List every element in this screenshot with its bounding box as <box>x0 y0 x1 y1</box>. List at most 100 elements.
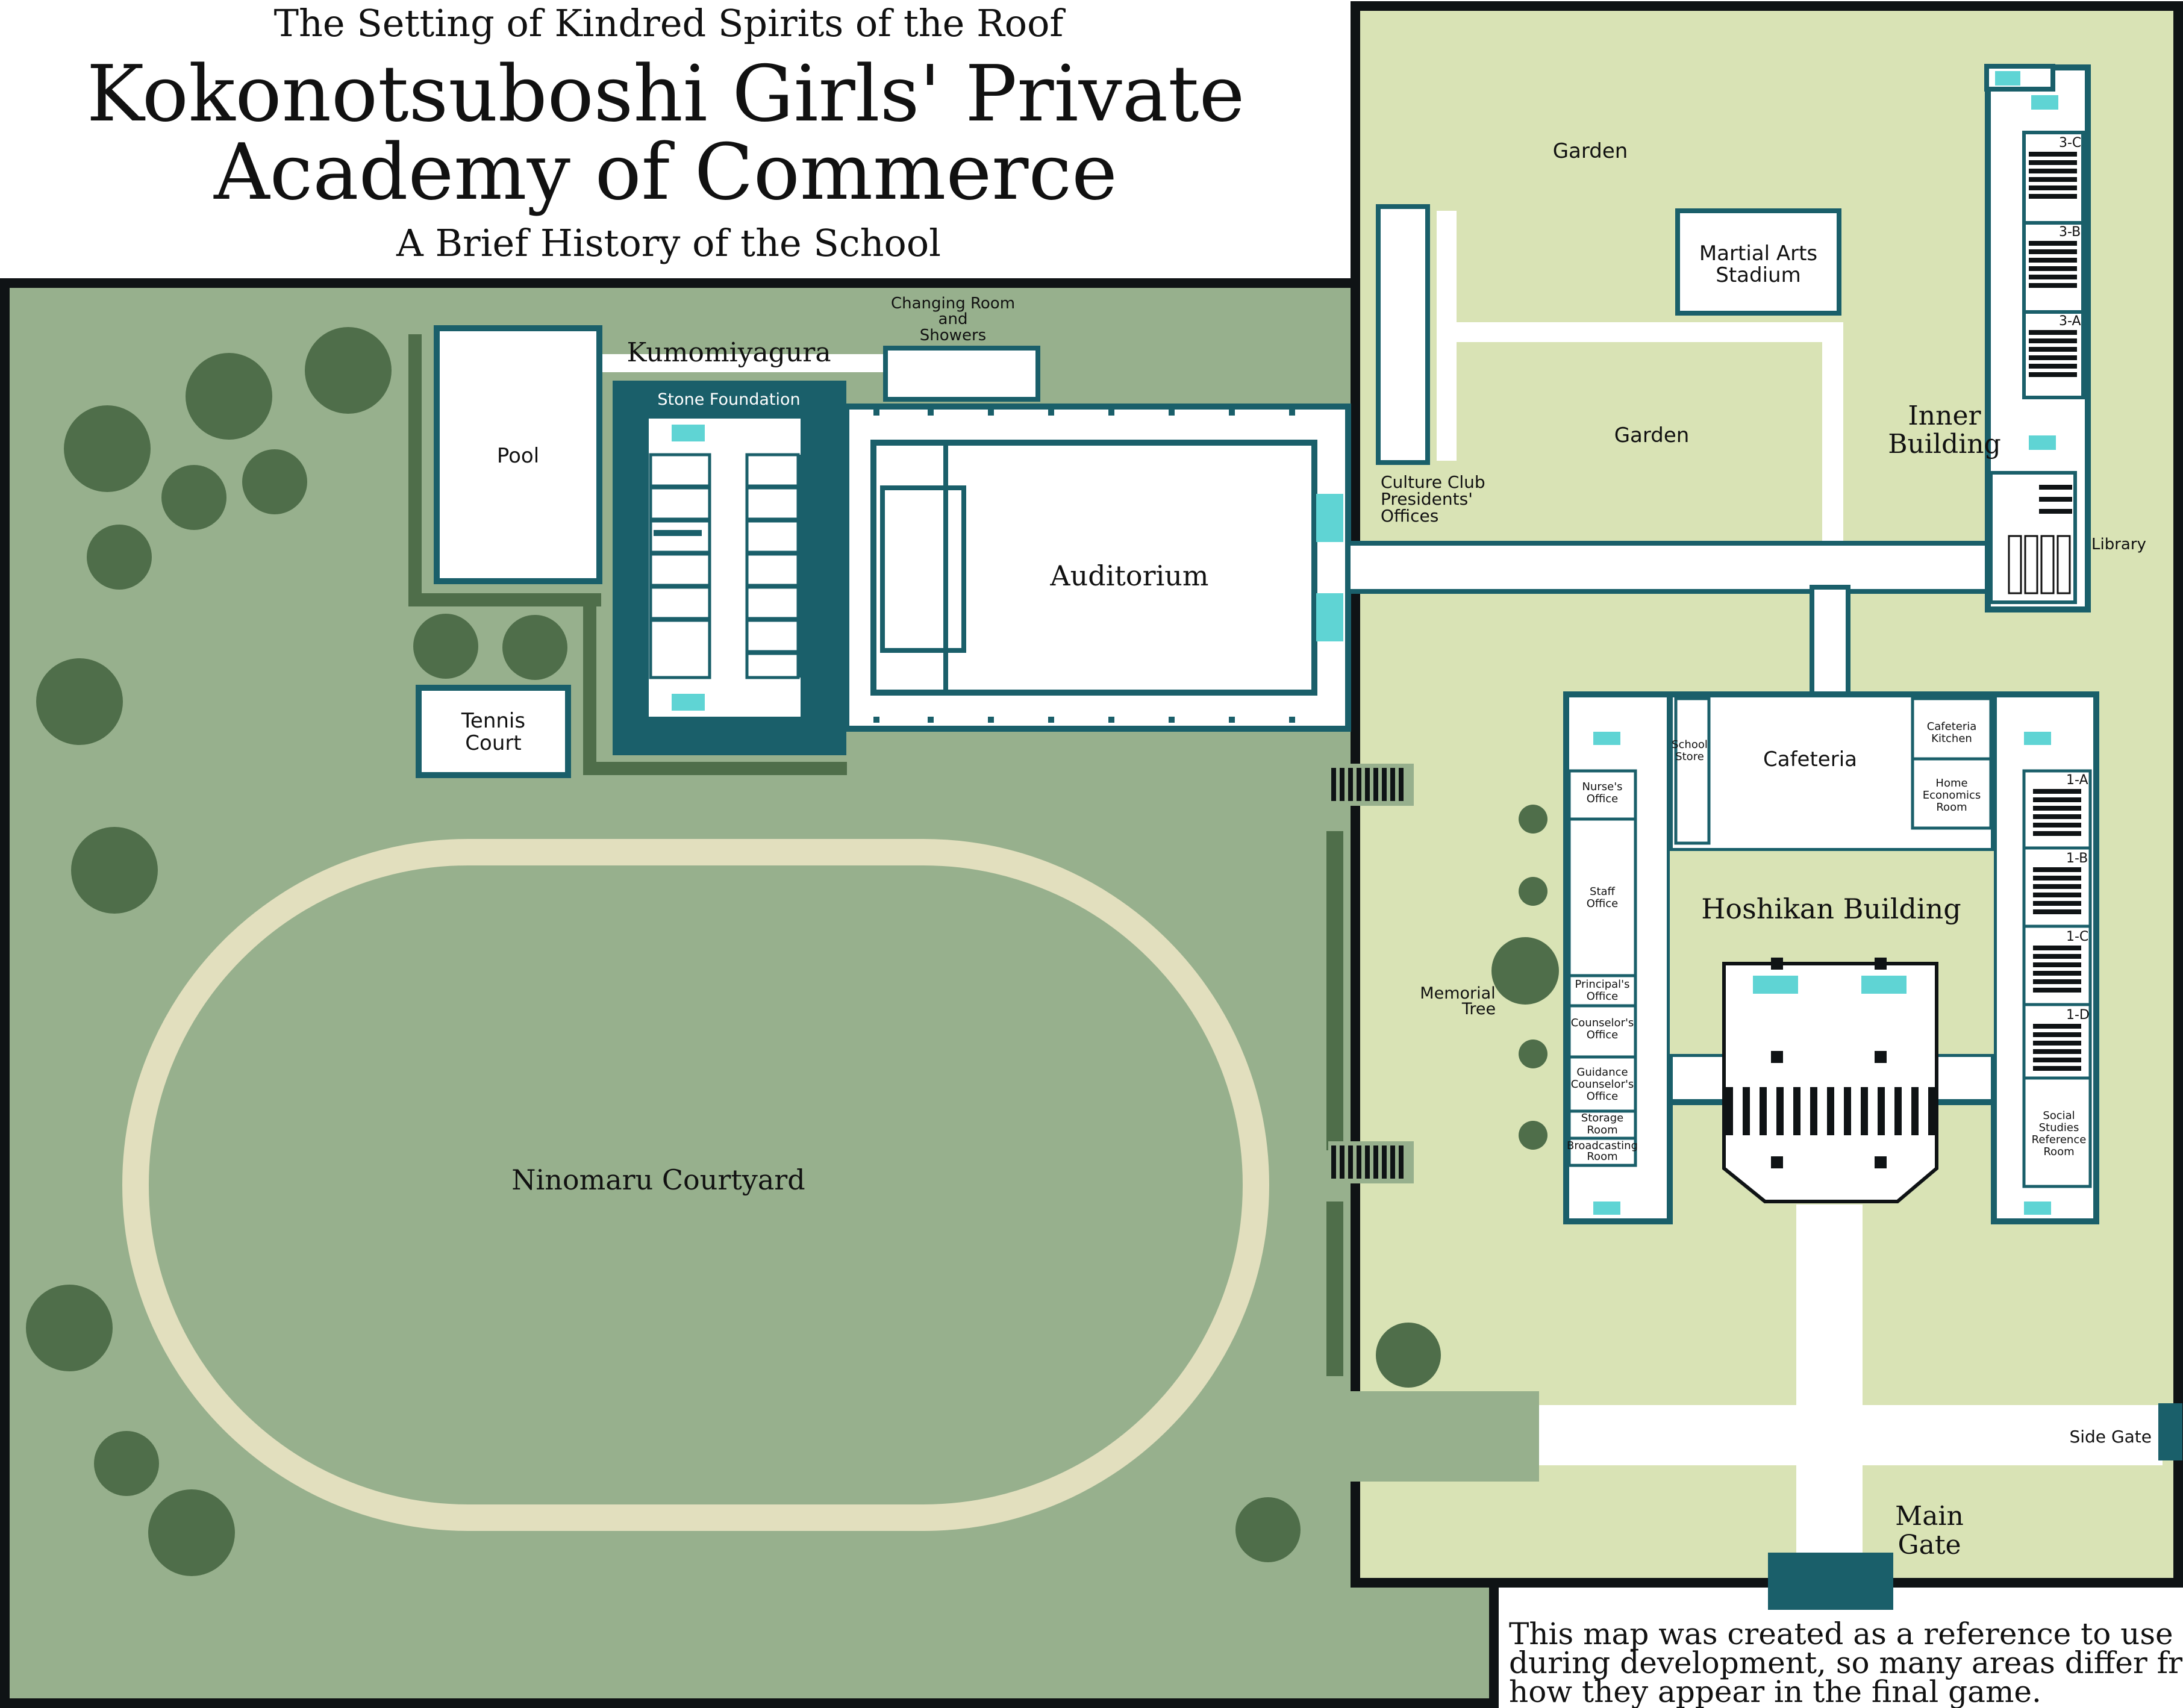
martial-arts-label-1: Martial Arts <box>1699 242 1817 266</box>
hedge-pool-west <box>408 334 422 605</box>
tree <box>1235 1497 1301 1562</box>
changing-room <box>883 346 1040 402</box>
tree <box>1519 805 1547 834</box>
guidance-office-label-1: Guidance <box>1576 1066 1628 1079</box>
main-gate-label-1: Main <box>1895 1501 1964 1532</box>
storage-room-label-1: Storage <box>1581 1112 1623 1124</box>
connecting-corridor <box>1346 541 1990 594</box>
room-label-1b: 1-B <box>2066 851 2088 866</box>
martial-arts-stadium <box>1675 208 1841 316</box>
inner-building-label-1: Inner <box>1908 401 1981 431</box>
outer-path-extension <box>1349 1391 1539 1482</box>
page-title-line2: Academy of Commerce <box>213 128 1117 217</box>
hedge-foundation-south <box>583 762 847 775</box>
header-subtitle-top: The Setting of Kindred Spirits of the Ro… <box>274 1 1066 45</box>
room-label-3b: 3-B <box>2059 225 2081 240</box>
home-economics-label-1: Home <box>1935 777 1967 790</box>
tree <box>36 658 123 745</box>
social-studies-label-1: Social <box>2043 1109 2075 1122</box>
school-store-label-2: Store <box>1675 750 1704 763</box>
tree <box>1519 877 1547 906</box>
side-gate-label: Side Gate <box>2069 1427 2152 1447</box>
kumomiyagura-walkway <box>602 354 885 372</box>
school-store-label-1: School <box>1672 738 1708 751</box>
note-line-2: during development, so many areas differ… <box>1509 1645 2183 1680</box>
memorial-tree <box>1491 937 1559 1005</box>
social-studies-label-2: Studies <box>2039 1121 2079 1134</box>
tree <box>502 615 567 680</box>
outer-stairs <box>1328 764 1414 1183</box>
hedge-pool-south <box>408 593 601 606</box>
tree <box>1376 1323 1441 1388</box>
inner-building-label-2: Building <box>1888 429 2001 460</box>
development-note: This map was created as a reference to u… <box>1509 1616 2183 1708</box>
auditorium-label: Auditorium <box>1049 559 1208 592</box>
page-title-line1: Kokonotsuboshi Girls' Private <box>87 49 1245 139</box>
hedge-east-lower <box>1326 1202 1343 1376</box>
garden-label-mid: Garden <box>1614 423 1690 447</box>
tennis-court-label-1: Tennis <box>461 709 525 733</box>
culture-club-label-2: Presidents' <box>1381 489 1473 509</box>
stairs-icon <box>1593 732 2051 1215</box>
culture-club-label-1: Culture Club <box>1381 472 1485 492</box>
room-label-1d: 1-D <box>2066 1008 2090 1023</box>
social-studies-label-3: Reference <box>2032 1133 2087 1146</box>
stone-foundation-label: Stone Foundation <box>657 390 800 409</box>
map-header: The Setting of Kindred Spirits of the Ro… <box>87 1 1245 265</box>
hoshikan-label: Hoshikan Building <box>1701 893 1961 925</box>
inner-building: 3-C 3-B 3-A Library <box>1984 64 2146 612</box>
garden-label-top: Garden <box>1553 139 1628 163</box>
tree <box>94 1431 159 1496</box>
cafeteria-kitchen-label-2: Kitchen <box>1931 732 1972 745</box>
storage-room-label-2: Room <box>1587 1124 1617 1136</box>
memorial-tree-label-2: Tree <box>1461 1000 1496 1018</box>
room-label-3a: 3-A <box>2059 314 2081 329</box>
stairs-icon <box>1995 71 2058 450</box>
counselor-office-label-2: Office <box>1587 1029 1619 1041</box>
staff-office-label-2: Office <box>1587 897 1619 910</box>
counselor-office-label-1: Counselor's <box>1571 1017 1634 1029</box>
side-gate <box>2158 1403 2182 1460</box>
main-gate <box>1768 1553 1893 1610</box>
tennis-court-label-2: Court <box>465 731 521 755</box>
courtyard-label: Ninomaru Courtyard <box>511 1164 805 1196</box>
changing-room-label-3: Showers <box>920 326 986 344</box>
culture-club-label-3: Offices <box>1381 506 1438 526</box>
stairs-icon <box>672 425 705 711</box>
cafeteria-kitchen-label-1: Cafeteria <box>1927 720 1977 733</box>
broadcasting-room-label-1: Broadcasting <box>1567 1139 1638 1152</box>
room-label-1a: 1-A <box>2066 773 2088 788</box>
hedges <box>408 334 1343 1376</box>
pool-label: Pool <box>497 444 539 468</box>
nurse-office-label-1: Nurse's <box>1582 781 1622 793</box>
room-label-3c: 3-C <box>2059 136 2081 151</box>
tree <box>161 465 226 530</box>
corridor-to-hoshikan <box>1810 585 1850 701</box>
auditorium-building: Auditorium <box>843 404 1351 732</box>
staff-office-label-1: Staff <box>1590 885 1616 898</box>
kumomiyagura-label: Kumomiyagura <box>626 337 831 368</box>
tree <box>1519 1121 1547 1150</box>
garden-path-vertical-right <box>1822 322 1843 545</box>
tree <box>186 353 272 440</box>
tree <box>305 327 392 414</box>
principal-office-label-1: Principal's <box>1575 978 1629 991</box>
changing-room-label-1: Changing Room <box>891 295 1015 313</box>
trees <box>26 327 1559 1576</box>
memorial-tree-label-1: Memorial <box>1420 984 1495 1003</box>
tree <box>26 1285 113 1371</box>
tree <box>71 827 158 914</box>
tennis-court <box>416 685 571 778</box>
tree <box>1519 1039 1547 1068</box>
social-studies-label-4: Room <box>2043 1145 2074 1158</box>
martial-arts-label-2: Stadium <box>1716 263 1800 287</box>
room-label-1c: 1-C <box>2066 929 2088 944</box>
tree <box>242 449 307 514</box>
tree <box>64 405 151 492</box>
stairs-icon <box>1316 494 1343 641</box>
main-gate-label-2: Gate <box>1897 1530 1961 1560</box>
running-track <box>122 839 1269 1531</box>
header-subtitle-bottom: A Brief History of the School <box>396 221 941 265</box>
guidance-office-label-3: Office <box>1587 1090 1619 1103</box>
